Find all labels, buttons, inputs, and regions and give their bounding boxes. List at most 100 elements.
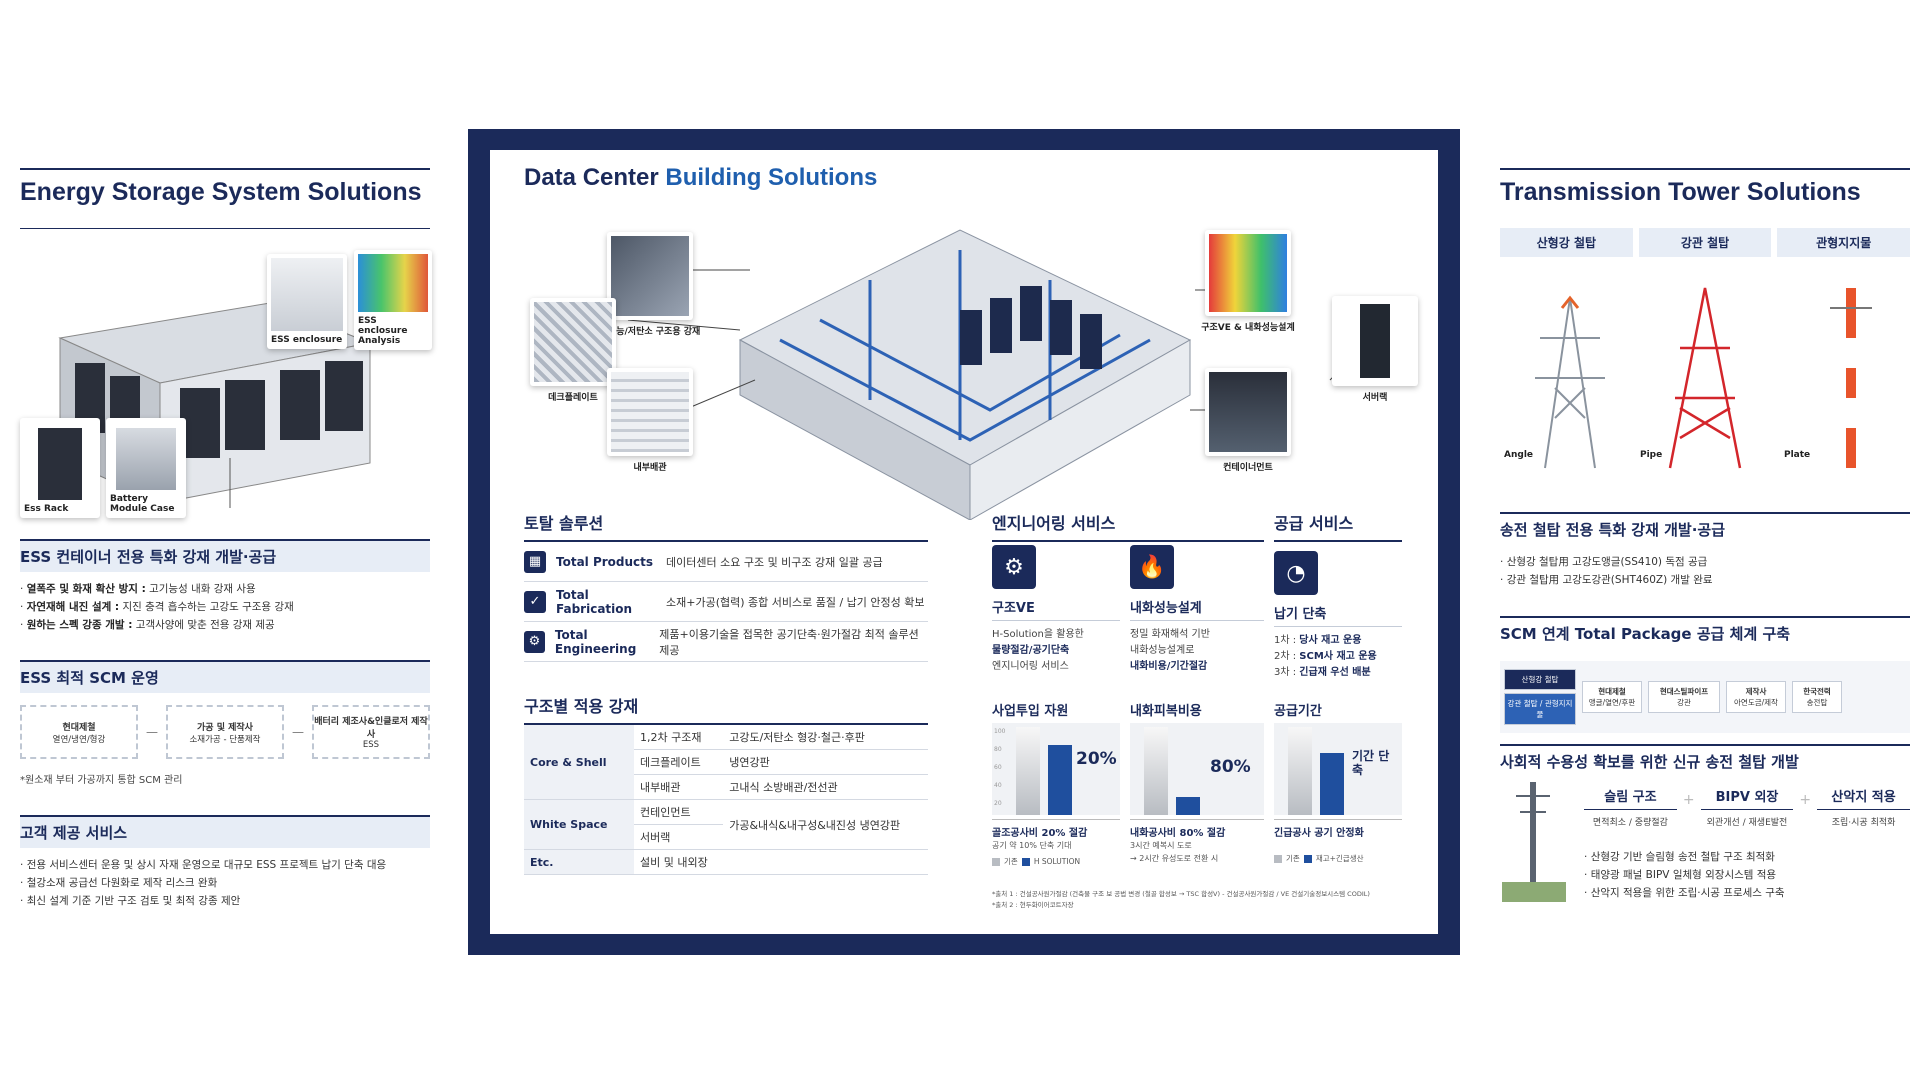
section-heading: 사회적 수용성 확보를 위한 신규 송전 철탑 개발 [1500,744,1910,777]
bullet-list: 전용 서비스센터 운용 및 상시 자재 운영으로 대규모 ESS 프로젝트 납기… [20,856,430,910]
tower-tabs: 산형강 철탑 강관 철탑 관형지지물 [1500,228,1911,257]
reduction-label: 기간 단축 [1352,749,1390,777]
rack-label: Ess Rack [24,504,69,514]
chart-area: 기간 단축 [1274,723,1402,815]
table-row: 데크플레이트 냉연강판 [524,749,928,775]
table-row: Core & Shell 1,2차 구조재 고강도/저탄소 형강·철근·후판 [524,725,928,800]
dash-connector: — [146,725,158,739]
steel-table-section: 구조별 적용 강재 Core & Shell 1,2차 구조재 고강도/저탄소 … [524,693,928,875]
reduction-label: 20% [1076,749,1117,769]
enclosure-image [271,258,343,331]
data-center-illustration [627,229,1361,520]
bar-baseline [1016,727,1040,815]
enclosure-label: ESS enclosure [271,335,343,345]
section-heading: 송전 철탑 전용 특화 강재 개발·공급 [1500,512,1910,545]
part-label: Angle [1504,450,1534,460]
data-center-panel: Data Center Building Solutions [490,150,1438,934]
deck-image [534,302,612,382]
deck-plate-thumb [530,298,616,386]
scm-note: *원소재 부터 가공까지 통합 SCM 관리 [20,775,183,786]
section-heading: 공급 서비스 [1274,510,1402,542]
battery-image [116,428,176,490]
table-row: 내부배관 고내식 소방배관/전선관 [524,774,928,800]
piping-image [611,372,689,452]
list-item: 자연재해 내진 설계 : 지진 충격 흡수하는 고강도 구조용 강재 [20,598,430,616]
section-heading: ESS 컨테이너 전용 특화 강재 개발·공급 [20,539,430,572]
ve-thumb [1205,230,1291,316]
server-callout: 서버랙 [1362,393,1388,403]
bar-h-solution [1176,797,1200,815]
engineering-icon: ⚙ [524,630,545,653]
bullet-list: 산형강 철탑用 고강도앵글(SS410) 독점 공급 강관 철탑用 고강도강관(… [1500,553,1910,589]
structural-ve-service: ⚙ 구조VE H-Solution을 활용한 물량절감/공기단축 엔지니어링 서… [992,545,1120,675]
list-item: 산형강 기반 슬림형 송전 철탑 구조 최적화 [1584,848,1785,866]
section-heading: 토탈 솔루션 [524,510,928,542]
piping-callout: 내부배관 [633,463,667,473]
bar-baseline [1288,727,1312,815]
section-heading: 고객 제공 서비스 [20,815,430,848]
list-item: 최신 설계 기준 기반 구조 검토 및 최적 강종 제안 [20,892,430,910]
panel-title: Data Center Building Solutions [524,164,878,191]
slim-tower-image [1502,782,1566,902]
bar-baseline [1144,727,1168,815]
list-item: 철강소재 공급선 다원화로 제작 리스크 완화 [20,874,430,892]
supply-section: 공급 서비스 ◔ 납기 단축 1차 : 당사 재고 운용 2차 : SCM사 재… [1274,510,1402,681]
part-label: Pipe [1640,450,1663,460]
section-heading: 엔지니어링 서비스 [992,510,1264,542]
transmission-panel: Transmission Tower Solutions 산형강 철탑 강관 철… [1500,168,1911,928]
battery-label: Battery Module Case [110,494,175,514]
top-rule [1500,168,1910,170]
bullet-list: 산형강 기반 슬림형 송전 철탑 구조 최적화 태양광 패널 BIPV 일체형 … [1584,848,1785,902]
steel-beam-image [611,236,689,316]
list-item: 강관 철탑用 고강도강관(SHT460Z) 개발 완료 [1500,571,1910,589]
panel-title: Transmission Tower Solutions [1500,178,1861,206]
steel-table: Core & Shell 1,2차 구조재 고강도/저탄소 형강·철근·후판 데… [524,725,928,875]
containment-thumb [1205,368,1291,456]
bar-h-solution [1048,745,1072,815]
fabrication-icon: ✓ [524,590,546,613]
chart-fireproof: 내화피복비용 80% 내화공사비 80% 절감 3시간 예복시 도로 → 2시간… [1130,700,1264,865]
ess-panel: Energy Storage System Solutions ESS encl… [20,168,432,928]
total-solution-section: 토탈 솔루션 ▦ Total Products 데이터센터 소요 구조 및 비구… [524,510,928,662]
list-item: 전용 서비스센터 운용 및 상시 자재 운영으로 대규모 ESS 프로젝트 납기… [20,856,430,874]
server-rack-thumb [1332,296,1418,386]
deck-callout: 데크플레이트 [548,393,598,403]
list-item: ✓ Total Fabrication 소재+가공(협력) 종합 서비스로 품질… [524,582,928,622]
list-item: 열폭주 및 화재 확산 방지 : 고기능성 내화 강재 사용 [20,580,430,598]
timer-icon: ◔ [1274,551,1318,595]
products-icon: ▦ [524,550,546,573]
ess-illustration: ESS enclosure ESS enclosure Analysis Ess… [20,248,432,538]
piping-thumb [607,368,693,456]
rack-image [38,428,82,500]
ess-enclosure-thumb: ESS enclosure [267,254,347,349]
fireproof-service: 🔥 내화성능설계 정밀 화재해석 기반 내화성능설계로 내화비용/기간절감 [1130,545,1264,675]
tab-pipe-tower: 강관 철탑 [1638,228,1772,257]
list-item: 산악지 적용을 위한 조립·시공 프로세스 구축 [1584,884,1785,902]
battery-thumb: Battery Module Case [106,418,186,518]
tower-steel-section: 송전 철탑 전용 특화 강재 개발·공급 산형강 철탑用 고강도앵글(SS410… [1500,512,1910,589]
top-rule [20,168,430,170]
ess-analysis-thumb: ESS enclosure Analysis [354,250,432,350]
ess-service-section: 고객 제공 서비스 전용 서비스센터 운용 및 상시 자재 운영으로 대규모 E… [20,815,430,910]
bar-stock [1320,753,1344,815]
chart-area: 80% [1130,723,1264,815]
list-item: ▦ Total Products 데이터센터 소요 구조 및 비구조 강재 일괄… [524,542,928,582]
analysis-image [358,254,428,312]
tower-illustrations [1535,287,1872,469]
bullet-list: 열폭주 및 화재 확산 방지 : 고기능성 내화 강재 사용 자연재해 내진 설… [20,580,430,634]
server-rack-image [1360,304,1390,378]
ess-steel-section: ESS 컨테이너 전용 특화 강재 개발·공급 열폭주 및 화재 확산 방지 :… [20,539,430,634]
table-row: 서버랙 [524,824,928,850]
